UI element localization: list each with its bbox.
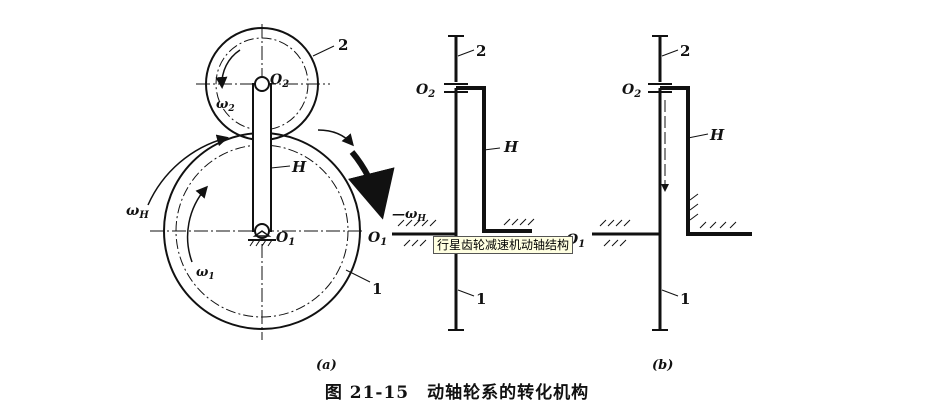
mid-leader-2 [457,49,475,57]
pin-o2 [254,76,270,92]
mid-label-2: 2 [476,42,486,60]
schematic-mid: 2 O2 H 1 [392,35,535,331]
omega-1-arrow [186,185,208,263]
schematic-b: 2 O2 H O1 1 [566,35,752,331]
label-omega-h-mid: —ωH [392,207,426,224]
label-omega-2-a: ω2 [216,97,235,114]
label-h-a: H [291,158,307,176]
b-label-2: 2 [680,42,690,60]
image-tooltip: 行星齿轮减速机动轴结构 [433,236,574,254]
mid-leader-h [483,147,501,151]
leader-gear-1 [345,269,371,283]
b-arm-h [660,86,752,236]
b-leader-2 [661,49,679,57]
b-leader-1 [661,289,679,297]
mid-label-1: 1 [476,290,486,308]
label-omega-h-a: ωH [126,203,149,221]
b-hatch-left [599,219,631,227]
leader-gear-2 [312,45,335,57]
omega-h-arrow [147,134,229,206]
b-label-o2: O2 [622,82,641,100]
mid-hatch-left [397,219,437,227]
subfig-label-b: (b) [652,358,674,373]
b-hatch-under [603,239,627,247]
support-hatch-a [249,239,273,247]
b-hatch-wall [689,193,737,229]
mid-label-o2: O2 [416,82,435,100]
mid-label-h: H [503,138,519,156]
subfig-label-a: (a) [316,358,337,373]
label-omega-1-a: ω1 [196,265,215,282]
mid-leader-1 [457,289,475,297]
omega-h-reverse-arrow-2 [317,129,354,147]
omega-h-reverse-arrow [347,150,395,220]
b-leader-h [687,133,709,139]
caption-number: 图 21-15 [324,383,410,403]
label-gear-1-a: 1 [372,280,382,298]
mid-arm-h [456,86,532,233]
label-o1-a: O1 [276,230,295,248]
mid-hatch-under [403,239,427,247]
mid-hatch-right [503,218,535,226]
b-label-1: 1 [680,290,690,308]
label-o1-mid: O1 [368,230,387,248]
label-gear-2-a: 2 [338,36,348,54]
b-label-h: H [709,126,725,144]
leader-h [270,165,291,169]
support-o1 [252,230,272,237]
caption-title: 动轴轮系的转化机构 [427,383,590,403]
figure-caption: 图 21-15 动轴轮系的转化机构 [0,378,932,403]
label-o2-a: O2 [270,72,289,90]
diagram-a: 2 O2 ω2 H ωH O1 ω1 1 O1 —ωH [126,24,426,340]
omega-2-arrow [215,49,241,89]
arm-h [252,83,272,232]
